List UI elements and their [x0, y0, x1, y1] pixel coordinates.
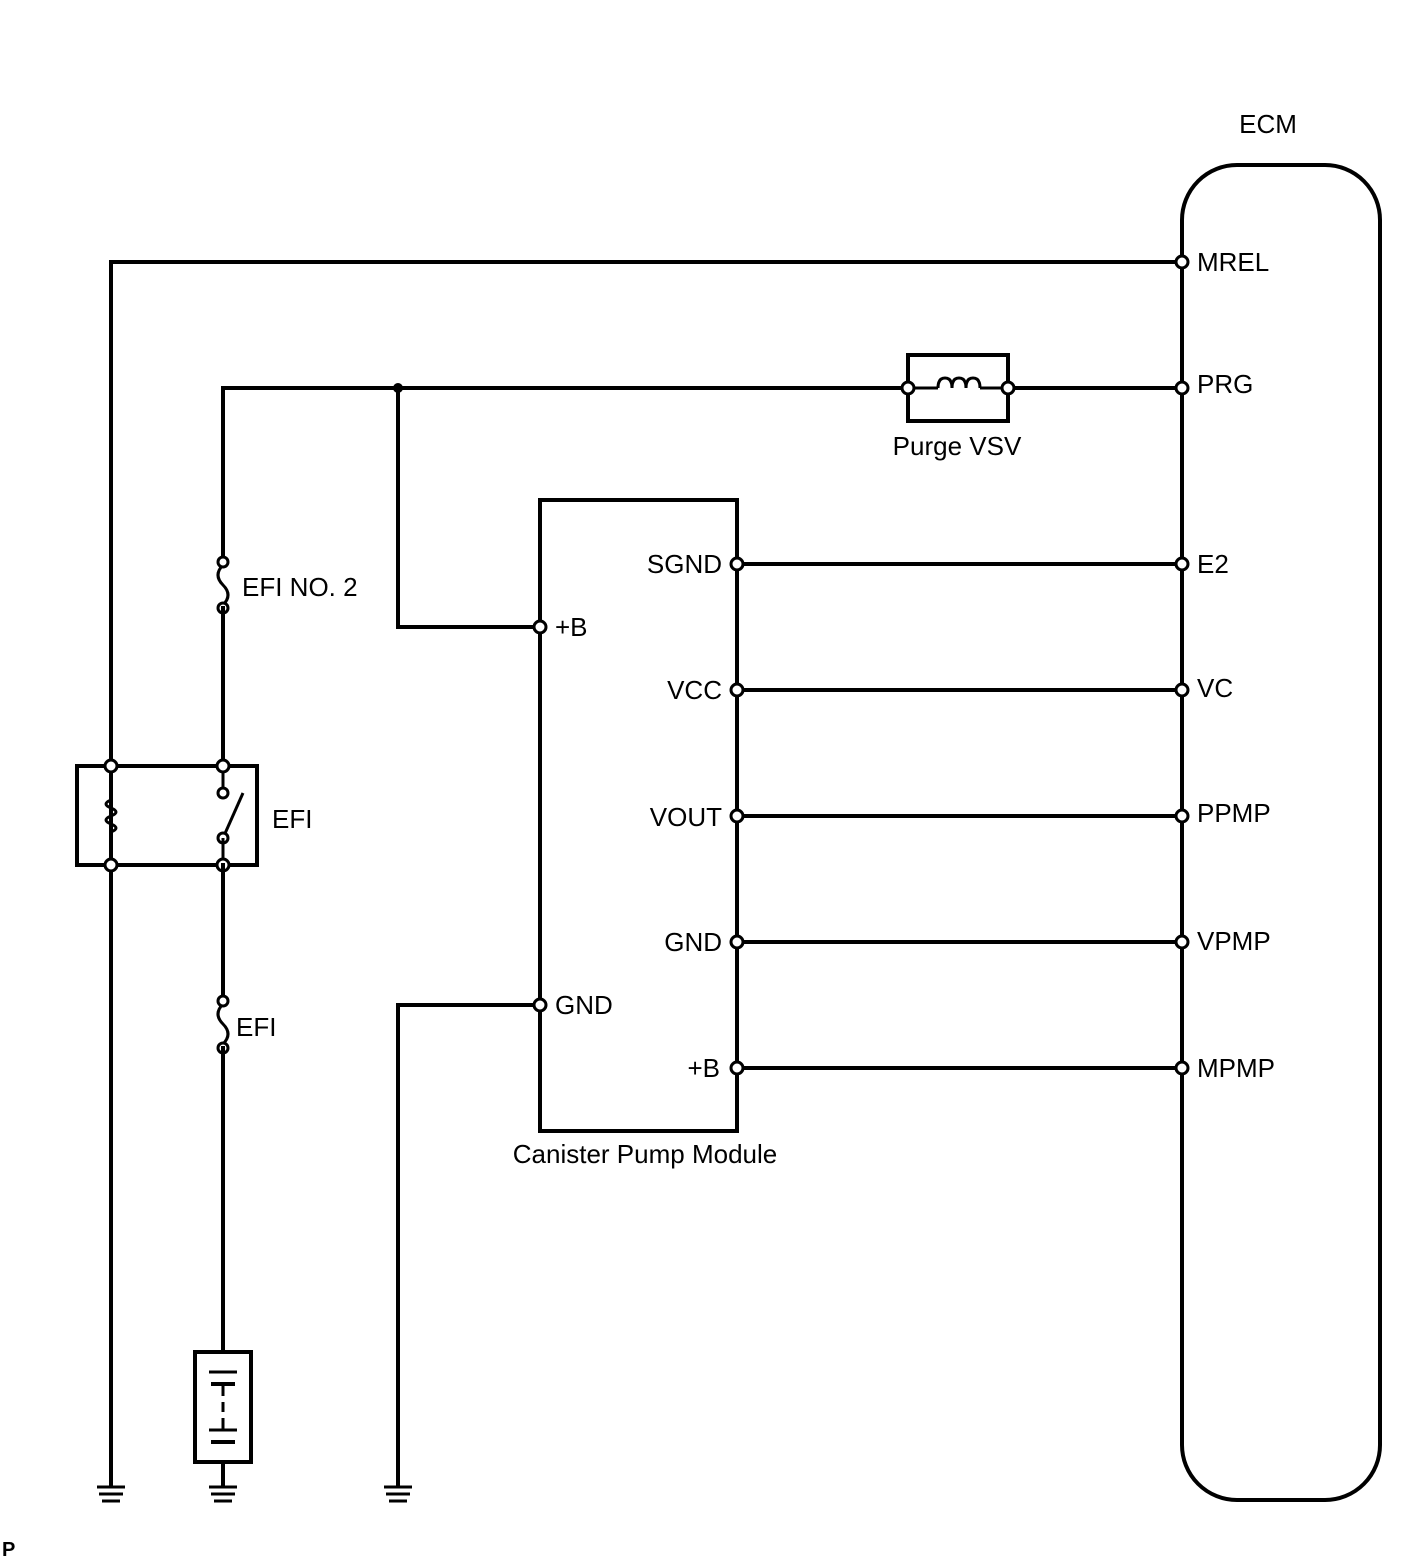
relay-terminal-3 — [103, 857, 119, 873]
efi-relay-box — [75, 764, 259, 867]
corner-mark: P — [2, 1539, 15, 1561]
ground-icon — [384, 1485, 412, 1503]
module-plus-b-right-terminal — [729, 1060, 745, 1076]
ecm-pin-prg: PRG — [1197, 369, 1253, 399]
ecm-e2-terminal — [1174, 556, 1190, 572]
ecm-pin-ppmp: PPMP — [1197, 798, 1271, 828]
efi-relay-label: EFI — [272, 804, 312, 834]
module-pin-sgnd: SGND — [647, 549, 722, 579]
relay-terminal-1 — [103, 758, 119, 774]
mrel-wire — [109, 260, 1184, 1487]
module-pin-gnd-left: GND — [555, 990, 613, 1020]
relay-coil-icon — [104, 798, 118, 834]
ecm-pin-vpmp: VPMP — [1197, 926, 1271, 956]
purge-vsv-label: Purge VSV — [893, 431, 1022, 461]
efi-no2-fuse-label: EFI NO. 2 — [242, 572, 358, 602]
efi-no2-fuse-terminal-top — [216, 555, 230, 569]
module-gnd-terminal — [532, 997, 548, 1013]
module-pin-plus-b-left: +B — [555, 612, 588, 642]
ecm-box — [1180, 163, 1382, 1502]
module-vout-terminal — [729, 808, 745, 824]
ecm-title: ECM — [1239, 109, 1297, 139]
efi-fuse-icon — [216, 1002, 230, 1046]
module-plus-b-wire — [396, 386, 542, 629]
ground-icon — [97, 1485, 125, 1503]
module-pin-gnd-right: GND — [664, 927, 722, 957]
ecm-pin-e2: E2 — [1197, 549, 1229, 579]
mrel-terminal — [1174, 254, 1190, 270]
ecm-vc-terminal — [1174, 682, 1190, 698]
module-sgnd-terminal — [729, 556, 745, 572]
ecm-vpmp-terminal — [1174, 934, 1190, 950]
ecm-pin-mrel: MREL — [1197, 247, 1269, 277]
supply-wire — [221, 386, 910, 562]
purge-vsv-terminal-right — [1000, 380, 1016, 396]
relay-switch-blade — [221, 792, 245, 839]
module-pin-vcc: VCC — [667, 675, 722, 705]
canister-pump-module-label: Canister Pump Module — [513, 1139, 777, 1169]
purge-vsv-terminal-left — [900, 380, 916, 396]
module-gnd-right-terminal — [729, 934, 745, 950]
ecm-pin-vc: VC — [1197, 673, 1233, 703]
ecm-mpmp-terminal — [1174, 1060, 1190, 1076]
ecm-pin-mpmp: MPMP — [1197, 1053, 1275, 1083]
ecm-ppmp-terminal — [1174, 808, 1190, 824]
module-plus-b-terminal — [532, 619, 548, 635]
efi-no2-fuse-icon — [216, 563, 230, 607]
relay-switch-contact-top — [216, 786, 230, 800]
efi-fuse-terminal-top — [216, 994, 230, 1008]
relay-terminal-2 — [215, 758, 231, 774]
prg-terminal — [1174, 380, 1190, 396]
module-pin-plus-b-right: +B — [687, 1053, 720, 1083]
module-vcc-terminal — [729, 682, 745, 698]
purge-vsv-coil-icon — [936, 376, 982, 389]
module-pin-vout: VOUT — [650, 802, 722, 832]
efi-fuse-label: EFI — [236, 1012, 276, 1042]
module-gnd-wire — [396, 1003, 542, 1487]
ground-icon — [209, 1485, 237, 1503]
